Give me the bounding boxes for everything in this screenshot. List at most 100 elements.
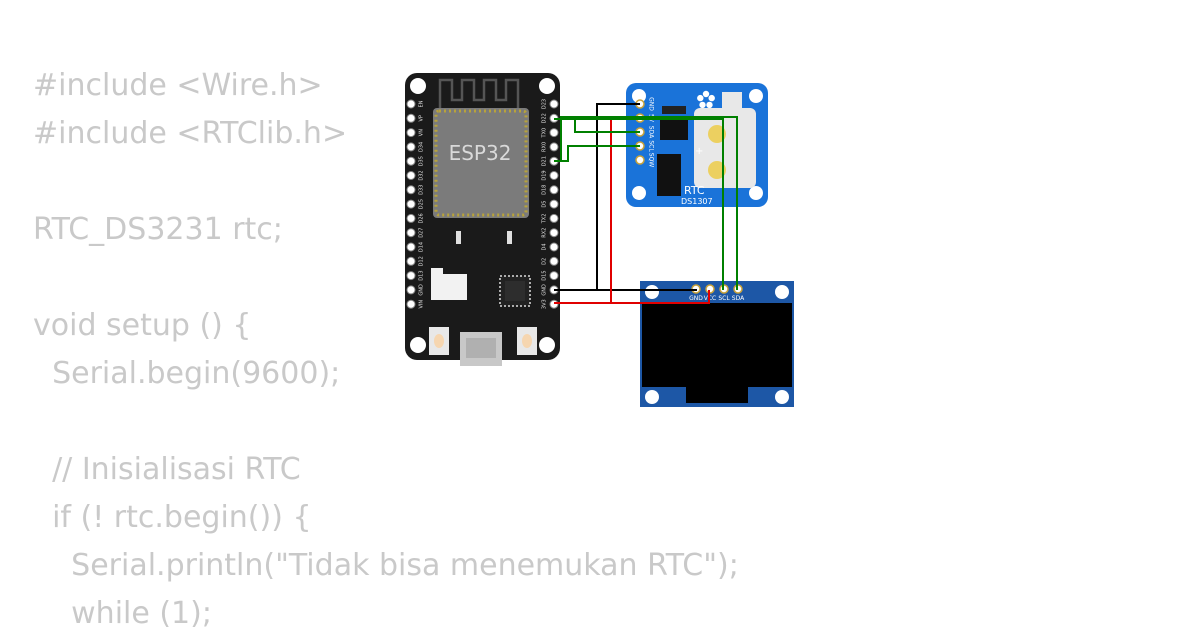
esp32-label: ESP32 xyxy=(449,141,512,165)
esp32-pin[interactable] xyxy=(406,256,416,266)
esp32-pin-label: D35 xyxy=(419,156,425,166)
rtc-pin-label: SCL xyxy=(648,140,655,152)
esp32-pin-label: RX0 xyxy=(542,142,548,152)
esp32-pin[interactable] xyxy=(406,213,416,223)
esp32-pin-label: D27 xyxy=(419,228,425,238)
esp32-pin[interactable] xyxy=(549,271,559,281)
mount-hole xyxy=(539,78,555,94)
esp32-pin[interactable] xyxy=(406,242,416,252)
voltage-regulator xyxy=(431,274,467,300)
esp32-pin-label: D13 xyxy=(419,270,425,280)
esp32-pin-label: D26 xyxy=(419,213,425,223)
esp32-pin-label: VIN xyxy=(419,300,425,309)
wire-scl-oled[interactable] xyxy=(554,118,724,290)
rtc-pin-label: SDA xyxy=(648,126,655,139)
esp32-pin[interactable] xyxy=(406,299,416,309)
wires xyxy=(554,103,738,304)
esp32-pin-label: VP xyxy=(419,115,425,121)
code-line: while (1); xyxy=(33,596,212,631)
esp32-pin-label: D14 xyxy=(419,242,425,252)
esp32-pin[interactable] xyxy=(406,142,416,152)
capacitor xyxy=(456,231,461,244)
oled-pin-label: SCL xyxy=(718,295,730,302)
en-button[interactable] xyxy=(429,327,449,355)
esp32-pin-label: D18 xyxy=(542,185,548,195)
adafruit-flower-icon xyxy=(697,90,715,109)
coin-cell-icon: + xyxy=(694,92,756,188)
code-line: RTC_DS3231 rtc; xyxy=(33,212,283,247)
mount-hole xyxy=(410,337,426,353)
esp32-pin-label: RX2 xyxy=(542,228,548,238)
rtc-title: RTC xyxy=(684,184,705,197)
wifi-antenna-icon xyxy=(438,78,520,108)
esp32-pin-label: D19 xyxy=(542,170,548,180)
code-line: #include <Wire.h> xyxy=(33,68,323,103)
rtc-model: DS1307 xyxy=(681,197,713,206)
esp32-pin-label: D21 xyxy=(542,156,548,166)
esp32-pin[interactable] xyxy=(549,256,559,266)
esp32-pin[interactable] xyxy=(549,171,559,180)
esp32-pin[interactable] xyxy=(549,142,559,152)
esp32-pin[interactable] xyxy=(406,128,416,138)
wire-sda-oled[interactable] xyxy=(554,116,738,290)
esp32-pin[interactable] xyxy=(406,271,416,281)
esp32-pin-label: TX2 xyxy=(542,214,548,225)
rtc-crystal xyxy=(662,106,686,114)
mount-hole xyxy=(632,89,646,103)
esp32-pin[interactable] xyxy=(406,156,416,166)
esp32-pin-label: 3V3 xyxy=(542,299,548,309)
oled-ribbon xyxy=(686,387,748,403)
esp32-pin-label: D25 xyxy=(419,199,425,209)
mount-hole xyxy=(749,89,763,103)
esp32-pin[interactable] xyxy=(406,185,416,195)
esp32-pin-label: EN xyxy=(419,100,425,107)
esp32-pin-label: D32 xyxy=(419,170,425,180)
esp32-pin-label: D33 xyxy=(419,185,425,195)
esp32-pin-label: D4 xyxy=(542,243,548,250)
esp32-pin[interactable] xyxy=(406,199,416,209)
wire-power-oled[interactable] xyxy=(554,290,710,304)
rtc-pin[interactable] xyxy=(635,155,645,165)
esp32-pin[interactable] xyxy=(549,199,559,209)
esp32-pin[interactable] xyxy=(406,171,416,180)
esp32-pin[interactable] xyxy=(549,299,559,309)
code-line: Serial.println("Tidak bisa menemukan RTC… xyxy=(33,548,739,583)
esp32-pin[interactable] xyxy=(549,128,559,138)
esp32-pin-label: D12 xyxy=(419,256,425,266)
mount-hole xyxy=(645,285,659,299)
esp32-pin[interactable] xyxy=(406,228,416,238)
esp32-pin[interactable] xyxy=(406,113,416,123)
mount-hole xyxy=(775,390,789,404)
rtc-pin-label: GND xyxy=(648,97,655,111)
oled-pin-label: GND xyxy=(689,295,703,302)
esp32-pin[interactable] xyxy=(549,228,559,238)
mount-hole xyxy=(539,337,555,353)
capacitor xyxy=(507,231,512,244)
esp32-pin[interactable] xyxy=(549,213,559,223)
esp32-pin-label: D15 xyxy=(542,270,548,280)
code-line: // Inisialisasi RTC xyxy=(33,452,301,487)
esp32-pin[interactable] xyxy=(549,185,559,195)
mount-hole xyxy=(749,186,763,200)
oled-screen xyxy=(642,303,792,387)
esp32-pin[interactable] xyxy=(406,285,416,295)
code-line: void setup () { xyxy=(33,308,252,343)
rtc-pin-label: SQW xyxy=(648,153,655,168)
boot-button[interactable] xyxy=(517,327,537,355)
code-line: Serial.begin(9600); xyxy=(33,356,341,391)
mount-hole xyxy=(645,390,659,404)
esp32-pin[interactable] xyxy=(406,99,416,109)
esp32-pin-label: D5 xyxy=(542,201,548,208)
esp32-pin[interactable] xyxy=(549,99,559,109)
esp32-pin-label: GND xyxy=(542,284,548,296)
esp32-pin-label: D34 xyxy=(419,142,425,152)
esp32-pin[interactable] xyxy=(549,242,559,252)
code-line: #include <RTClib.h> xyxy=(33,116,348,151)
mount-hole xyxy=(632,186,646,200)
esp32-pin-label: D22 xyxy=(542,113,548,123)
esp32-pins-left: ENVPVND34D35D32D33D25D26D27D14D12D13GNDV… xyxy=(406,99,425,309)
esp32-board[interactable]: ESP32 ENVPVND34D35D32D33D25D26D27D14D12D… xyxy=(405,73,560,366)
